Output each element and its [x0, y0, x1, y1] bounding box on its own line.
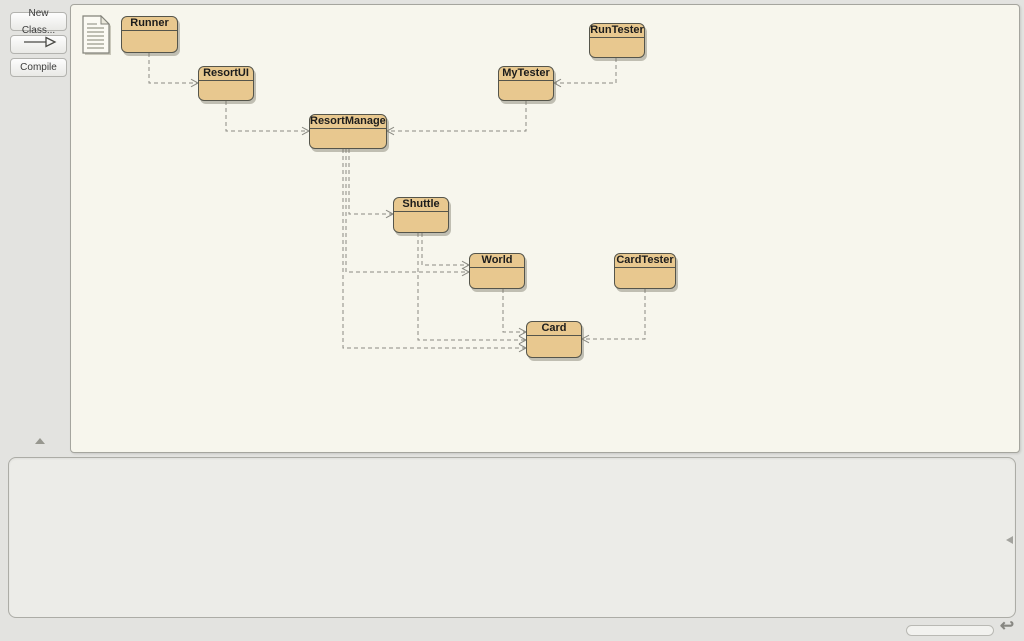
class-title: Runner	[122, 17, 177, 31]
class-box-world[interactable]: World	[469, 253, 525, 289]
dependency-shuttle-to-world[interactable]	[421, 233, 470, 270]
class-box-runtester[interactable]: RunTester	[589, 23, 645, 58]
class-title: Shuttle	[394, 198, 448, 212]
class-box-runner[interactable]: Runner	[121, 16, 178, 53]
class-title: World	[470, 254, 524, 268]
new-class-button[interactable]: New Class...	[10, 8, 67, 36]
reset-vm-icon[interactable]: ↩	[999, 616, 1015, 635]
dependency-resortmanager-to-card[interactable]	[342, 149, 527, 353]
class-box-mytester[interactable]: MyTester	[498, 66, 554, 101]
readme-icon[interactable]	[82, 14, 114, 63]
bench-scroll-arrow-icon[interactable]	[1006, 536, 1013, 544]
dependency-mytester-to-resortmanager[interactable]	[386, 101, 527, 136]
class-title: MyTester	[499, 67, 553, 81]
dependency-resortmanager-to-shuttle[interactable]	[348, 149, 394, 219]
dependency-arrow-button[interactable]	[10, 35, 67, 54]
class-title: CardTester	[615, 254, 675, 268]
class-box-cardtester[interactable]: CardTester	[614, 253, 676, 289]
class-box-card[interactable]: Card	[526, 321, 582, 358]
class-box-resortmanager[interactable]: ResortManager	[309, 114, 387, 149]
class-title: ResortManager	[310, 115, 386, 129]
compile-button[interactable]: Compile	[10, 58, 67, 77]
dependency-runtester-to-mytester[interactable]	[553, 58, 617, 88]
dependency-cardtester-to-card[interactable]	[581, 289, 646, 344]
object-bench[interactable]	[8, 457, 1016, 618]
class-title: ResortUI	[199, 67, 253, 81]
dependency-resortui-to-resortmanager[interactable]	[225, 101, 310, 136]
class-box-shuttle[interactable]: Shuttle	[393, 197, 449, 233]
dependency-world-to-card[interactable]	[502, 289, 527, 337]
collapse-triangle-icon[interactable]	[35, 438, 45, 444]
class-title: RunTester	[590, 24, 644, 38]
dependency-runner-to-resortui[interactable]	[148, 53, 199, 88]
uses-dependency-arrow-icon	[21, 35, 57, 54]
class-title: Card	[527, 322, 581, 336]
class-box-resortui[interactable]: ResortUI	[198, 66, 254, 101]
progress-indicator	[906, 625, 994, 636]
